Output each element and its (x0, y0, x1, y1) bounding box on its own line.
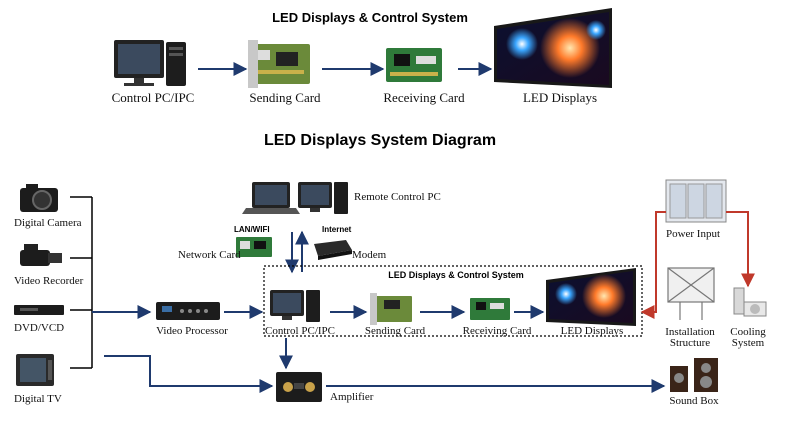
sending-card-main-label: Sending Card (365, 325, 426, 337)
arrow-power-to-cooling (726, 211, 755, 288)
cooling-system-label-1: Cooling (730, 326, 766, 338)
installation-structure-label-1: Installation (665, 326, 715, 338)
power-input-label: Power Input (666, 228, 720, 240)
video-recorder-icon (20, 244, 62, 266)
installation-structure-label-2: Structure (670, 337, 710, 349)
control-system-box (263, 265, 643, 337)
video-processor-label: Video Processor (156, 325, 228, 337)
receiving-card-main-label: Receiving Card (463, 325, 532, 337)
modem-icon (314, 240, 352, 260)
sound-box-icon (670, 358, 718, 392)
laptop-icon (242, 182, 300, 214)
top-sending-card-label: Sending Card (249, 90, 321, 105)
arrow-power-to-display (640, 211, 666, 319)
control-pc-main-label: Control PC/IPC (265, 325, 335, 337)
receiving-card-main-icon (470, 298, 510, 320)
remote-control-pc-label: Remote Control PC (354, 191, 441, 203)
sound-box-label: Sound Box (669, 395, 719, 407)
control-pc-main-icon (270, 290, 320, 322)
power-input-icon (665, 179, 727, 223)
video-recorder-label: Video Recorder (14, 275, 84, 287)
digital-camera-label: Digital Camera (14, 217, 82, 229)
top-control-pc-label: Control PC/IPC (112, 90, 195, 105)
top-diagram-title: LED Displays & Control System (272, 10, 468, 25)
network-card-icon (236, 237, 272, 257)
lan-wifi-label: LAN/WIFI (234, 225, 270, 234)
led-display-main-image (546, 268, 636, 326)
installation-structure-icon (667, 267, 715, 320)
video-processor-icon (156, 302, 220, 320)
top-receiving-card-label: Receiving Card (383, 90, 465, 105)
amplifier-icon (276, 372, 322, 402)
dvd-vcd-label: DVD/VCD (14, 322, 64, 334)
cooling-system-icon (733, 287, 767, 317)
main-diagram-title: LED Displays System Diagram (264, 132, 496, 149)
digital-camera-icon (20, 184, 58, 212)
receiving-card-icon (386, 48, 442, 82)
digital-tv-icon (16, 354, 54, 386)
control-system-title: LED Displays & Control System (388, 270, 524, 280)
dvd-player-icon (14, 305, 64, 315)
amplifier-label: Amplifier (330, 391, 374, 403)
network-card-label: Network Card (178, 249, 241, 261)
control-pc-icon (114, 40, 186, 86)
internet-label: Internet (322, 225, 352, 234)
sources-bracket (70, 196, 93, 369)
arrow-sources-to-amplifier (104, 355, 274, 393)
led-displays-main-label: LED Displays (561, 325, 624, 337)
cooling-system-label-2: System (732, 337, 765, 349)
sending-card-icon (248, 40, 310, 88)
sending-card-main-icon (370, 293, 412, 325)
top-led-displays-label: LED Displays (523, 90, 597, 105)
digital-tv-label: Digital TV (14, 393, 62, 405)
remote-control-pc-icon (298, 182, 348, 214)
modem-label: Modem (352, 249, 387, 261)
led-display-image (494, 8, 612, 88)
